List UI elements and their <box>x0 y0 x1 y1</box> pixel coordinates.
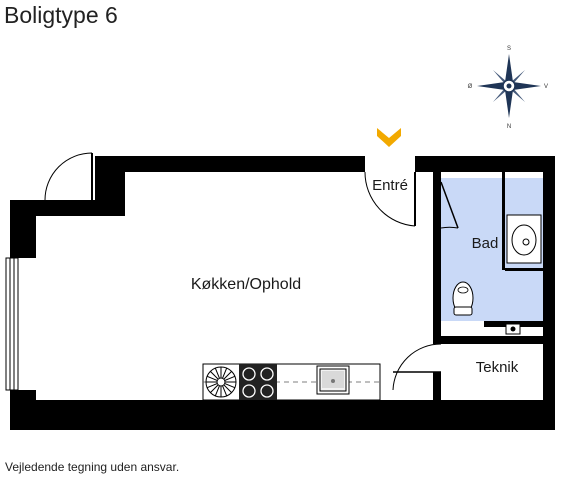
compass-west-label: Ø <box>468 84 473 90</box>
compass-north-label: N <box>507 124 511 130</box>
compass-east-label: V <box>544 84 548 90</box>
entrance-marker-icon <box>377 128 401 147</box>
fan-icon <box>205 366 237 398</box>
washbasin-icon <box>506 214 542 264</box>
balcony-door <box>44 152 93 201</box>
room-label-technical: Teknik <box>476 359 519 376</box>
technical-door <box>392 343 442 391</box>
room-label-bathroom: Bad <box>472 235 499 252</box>
compass-icon <box>477 54 541 118</box>
outer-walls <box>10 156 555 430</box>
window <box>5 257 19 391</box>
room-label-kitchen-living: Køkken/Ophold <box>191 276 301 293</box>
cooktop-icon <box>239 364 277 400</box>
toilet-icon <box>452 281 474 316</box>
kitchen-sink-icon <box>316 365 350 395</box>
room-label-entrance: Entré <box>372 177 408 194</box>
disclaimer: Vejledende tegning uden ansvar. <box>5 460 180 474</box>
compass-south-label: S <box>507 46 511 52</box>
page-title: Boligtype 6 <box>4 2 118 28</box>
floor-drain-icon <box>505 323 521 335</box>
entrance-door <box>364 171 416 227</box>
bathroom-door <box>440 181 459 229</box>
